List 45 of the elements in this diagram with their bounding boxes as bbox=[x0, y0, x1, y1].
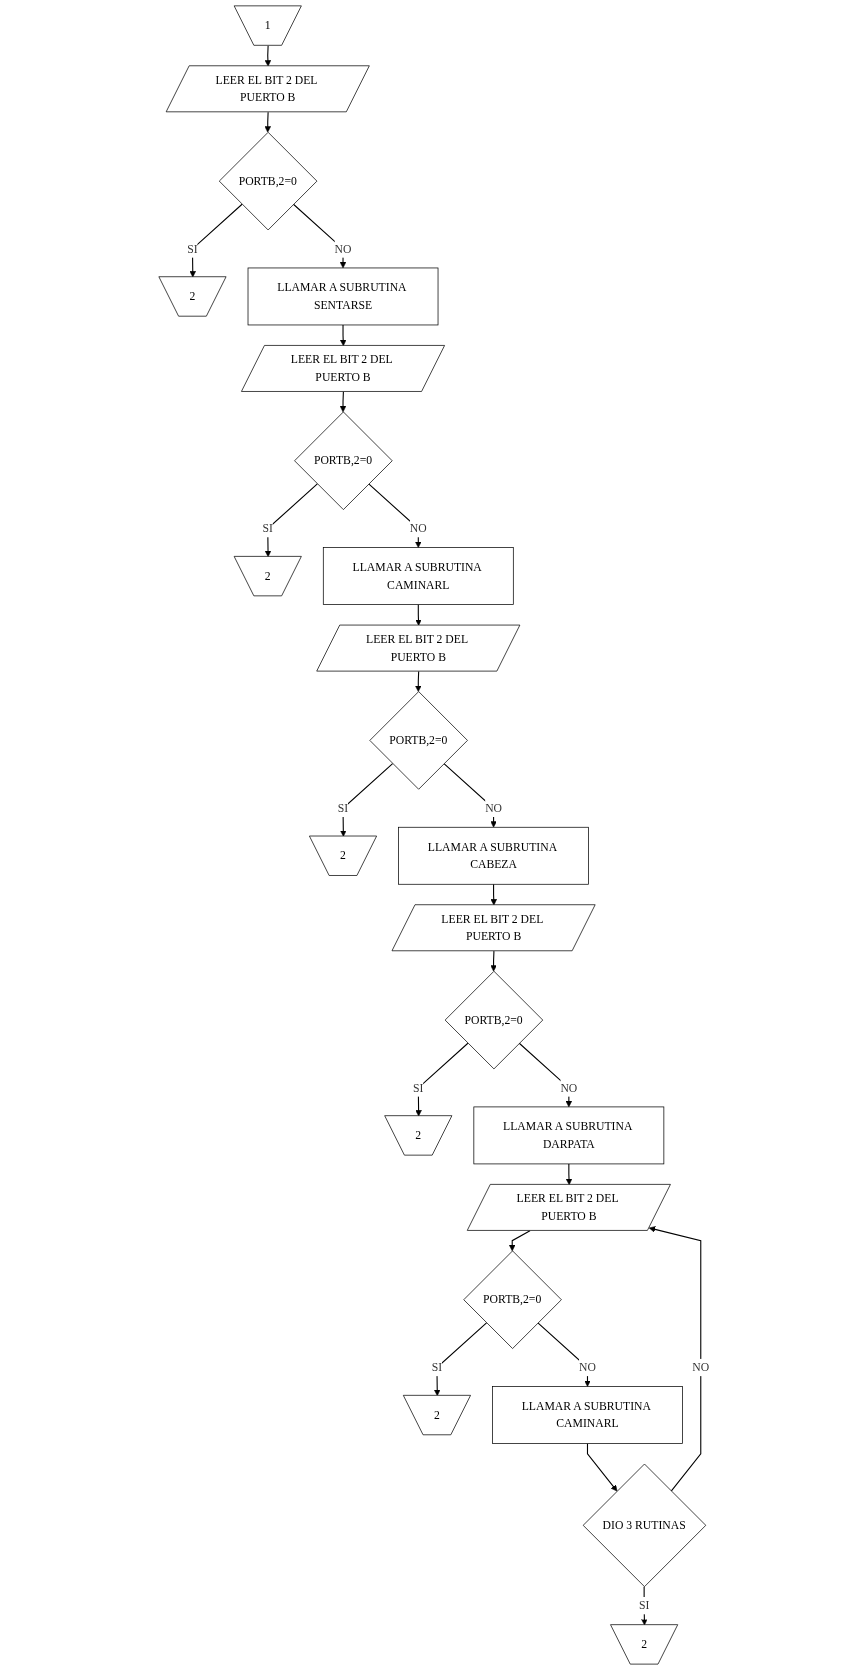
arrow bbox=[264, 111, 271, 133]
arrow bbox=[368, 483, 422, 548]
arrow bbox=[292, 203, 347, 269]
arrow bbox=[415, 670, 422, 692]
arrow bbox=[339, 391, 347, 413]
node-box: LLAMAR A SUBRUTINA DARPATA bbox=[473, 1106, 665, 1165]
arrow bbox=[586, 1443, 618, 1492]
edge-label: NO bbox=[485, 801, 502, 815]
arrow bbox=[565, 1163, 573, 1186]
node-diamond: PORTB,2=0 bbox=[444, 970, 544, 1070]
node-diamond: PORTB,2=0 bbox=[369, 691, 468, 790]
node-diamond: PORTB,2=0 bbox=[463, 1250, 562, 1349]
node-diamond: PORTB,2=0 bbox=[294, 411, 393, 510]
arrow bbox=[443, 763, 497, 828]
arrow bbox=[648, 1226, 702, 1492]
node-box: LLAMAR A SUBRUTINA SENTARSE bbox=[247, 267, 439, 326]
edge-label: NO bbox=[409, 522, 427, 535]
arrow bbox=[490, 950, 497, 972]
arrow bbox=[340, 763, 394, 837]
arrow bbox=[264, 483, 318, 558]
node-box: LLAMAR A SUBRUTINA CAMINARL bbox=[322, 547, 514, 605]
node-diamond: DIO 3 RUTINAS bbox=[582, 1463, 707, 1587]
node-diamond: PORTB,2=0 bbox=[218, 131, 318, 231]
edge-label: SI bbox=[431, 1360, 443, 1374]
arrow bbox=[264, 45, 272, 67]
edge-label: SI bbox=[187, 242, 198, 255]
edge-label: SI bbox=[413, 1081, 424, 1094]
arrow bbox=[518, 1042, 573, 1108]
node-box: LLAMAR A SUBRUTINA CABEZA bbox=[398, 826, 589, 885]
arrow bbox=[537, 1322, 591, 1387]
edge-label: NO bbox=[692, 1360, 710, 1374]
edge-label: SI bbox=[638, 1599, 650, 1612]
arrow bbox=[490, 883, 497, 906]
edge-label: NO bbox=[560, 1081, 578, 1094]
arrow bbox=[415, 1042, 469, 1117]
arrow bbox=[434, 1322, 488, 1396]
edge-label: NO bbox=[334, 242, 352, 255]
node-box: LLAMAR A SUBRUTINA CAMINARL bbox=[492, 1386, 683, 1444]
arrow bbox=[415, 604, 422, 626]
arrow bbox=[189, 203, 243, 278]
edge-label: SI bbox=[337, 801, 349, 815]
arrow bbox=[508, 1230, 531, 1252]
edge-label: NO bbox=[579, 1360, 596, 1374]
arrow bbox=[339, 324, 347, 347]
edge-label: SI bbox=[262, 522, 273, 535]
